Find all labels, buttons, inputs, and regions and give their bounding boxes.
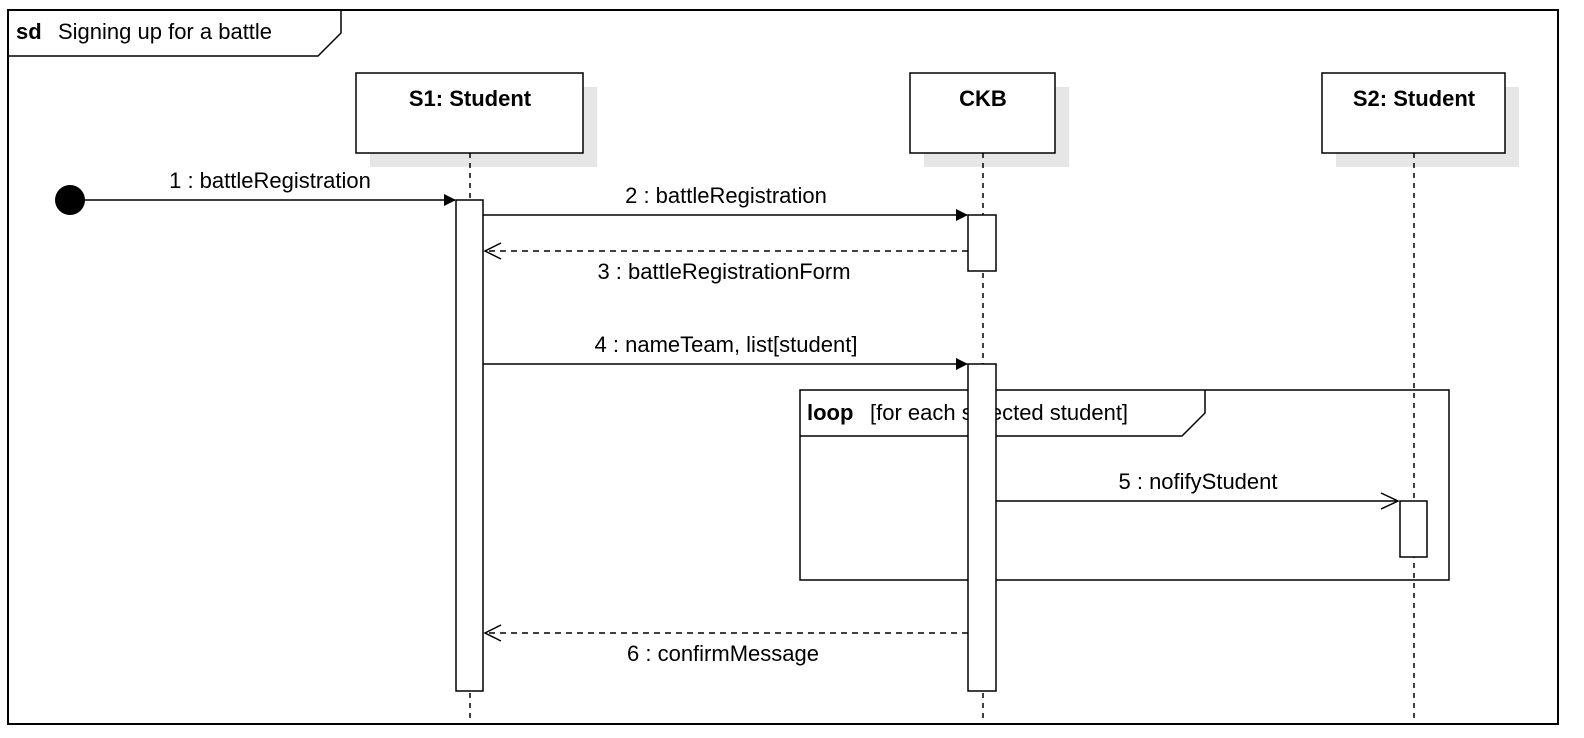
lifeline-s1-label: S1: Student	[409, 86, 532, 111]
frame-title-tab	[8, 10, 342, 57]
message-3-arrowhead	[483, 242, 502, 260]
frame-title: Signing up for a battle	[58, 19, 272, 44]
message-2: 2 : battleRegistration	[483, 183, 968, 221]
activation-ckb-1	[967, 214, 997, 272]
activation-s2	[1399, 500, 1428, 558]
lifeline-s2-label: S2: Student	[1353, 86, 1476, 111]
diagram-frame	[7, 9, 1559, 725]
message-4-label: 4 : nameTeam, list[student]	[595, 332, 858, 357]
message-2-label: 2 : battleRegistration	[625, 183, 827, 208]
message-5-arrowhead	[1380, 492, 1400, 510]
message-5-label: 5 : nofifyStudent	[1119, 469, 1278, 494]
loop-guard: [for each selected student]	[870, 400, 1128, 425]
message-3-label: 3 : battleRegistrationForm	[597, 259, 850, 284]
lifeline-s2: S2: Student	[1321, 72, 1519, 722]
message-1: 1 : battleRegistration	[55, 168, 456, 215]
activation-s1	[455, 199, 484, 692]
activation-ckb-2	[967, 363, 997, 692]
message-3: 3 : battleRegistrationForm	[483, 242, 968, 284]
lifeline-ckb-head[interactable]	[909, 72, 1056, 154]
message-5: 5 : nofifyStudent	[996, 469, 1400, 510]
lifeline-s2-head[interactable]	[1321, 72, 1506, 154]
lifeline-ckb-label: CKB	[959, 86, 1007, 111]
lifeline-s1-head[interactable]	[355, 72, 584, 154]
message-4: 4 : nameTeam, list[student]	[483, 332, 968, 370]
message-1-label: 1 : battleRegistration	[169, 168, 371, 193]
frame-keyword: sd	[16, 19, 42, 44]
message-6: 6 : confirmMessage	[483, 624, 968, 666]
message-6-label: 6 : confirmMessage	[627, 641, 819, 666]
loop-operator: loop	[807, 400, 853, 425]
loop-fragment-frame	[799, 389, 1450, 581]
message-6-arrowhead	[483, 624, 502, 642]
